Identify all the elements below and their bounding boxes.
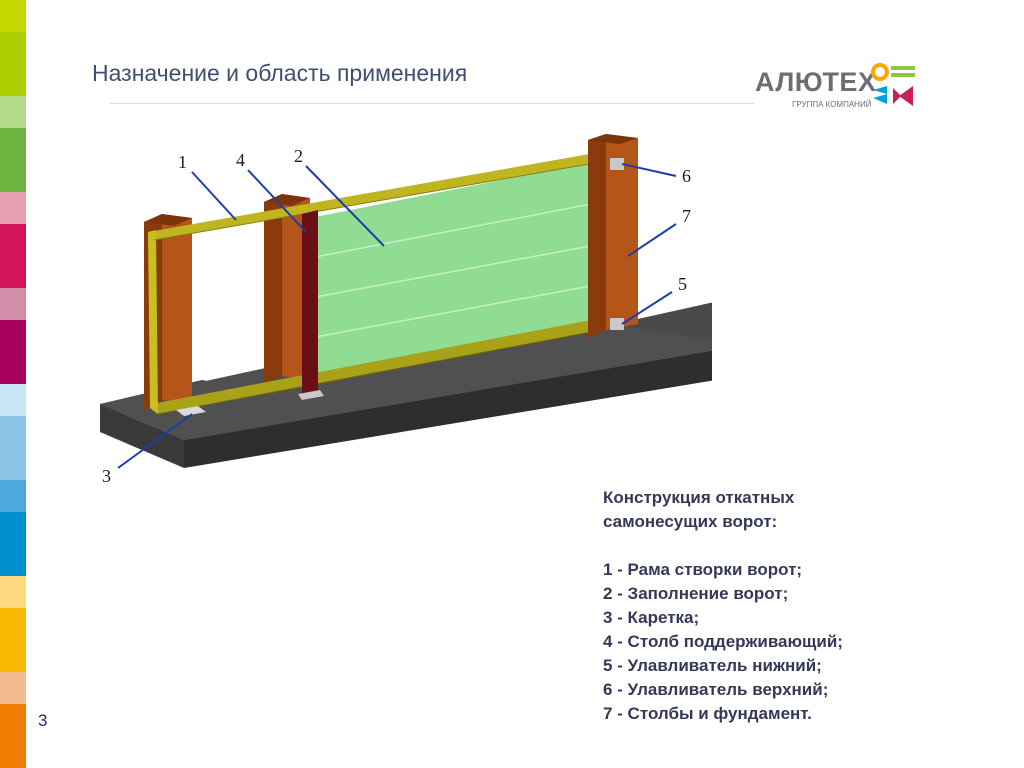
legend-item: 5 - Улавливатель нижний;	[603, 656, 822, 675]
post-middle-side	[264, 194, 282, 384]
legend-heading-line2: самонесущих ворот:	[603, 512, 778, 531]
post-right-top	[588, 134, 638, 144]
logo-wordmark: АЛЮТЕХ	[755, 67, 877, 97]
gate-frame-top	[148, 150, 612, 240]
side-stripe	[0, 480, 26, 512]
side-stripe	[0, 320, 26, 384]
gate-frame-bottom	[152, 316, 612, 414]
callout-label-2: 2	[294, 146, 303, 166]
callout-label-1: 1	[178, 152, 187, 172]
panel-seam	[309, 241, 613, 299]
callout-label-4: 4	[236, 150, 245, 170]
post-right-side	[588, 134, 606, 338]
side-stripe	[0, 128, 26, 192]
post-middle-top	[264, 194, 310, 206]
callout-label-6: 6	[682, 166, 691, 186]
side-stripe	[0, 576, 26, 608]
post-right-front	[606, 134, 638, 330]
panel-seam	[309, 281, 613, 339]
company-logo: АЛЮТЕХ ГРУППА КОМПАНИЙ	[755, 60, 920, 115]
callout-label-5: 5	[678, 274, 687, 294]
side-stripe	[0, 288, 26, 320]
callout-line-6	[621, 163, 677, 177]
foundation-top-face	[100, 310, 712, 440]
logo-subtitle: ГРУППА КОМПАНИЙ	[792, 100, 872, 109]
side-stripe	[0, 416, 26, 480]
logo-mark-icon	[871, 63, 915, 106]
legend-item: 7 - Столбы и фундамент.	[603, 704, 812, 723]
side-stripe	[0, 32, 26, 96]
gate-diagram: 1 4 2 6 7 5 3	[100, 134, 712, 486]
page-number: 3	[38, 711, 48, 730]
title-divider	[110, 103, 754, 104]
legend-list: 1 - Рама створки ворот; 2 - Заполнение в…	[603, 558, 1003, 726]
callout-line-5	[621, 291, 673, 325]
side-stripe	[0, 384, 26, 416]
callout-line-3	[117, 413, 193, 469]
upper-catcher	[610, 158, 624, 170]
callout-line-2	[305, 165, 385, 247]
legend-item: 1 - Рама створки ворот;	[603, 560, 803, 579]
side-stripe	[0, 0, 26, 32]
gate-frame-edge	[157, 327, 613, 415]
gate-frame-left	[148, 230, 158, 414]
gate-frame-edge	[153, 159, 613, 241]
legend-block: Конструкция откатных самонесущих ворот: …	[603, 486, 1003, 726]
legend-item: 3 - Каретка;	[603, 608, 700, 627]
callout-line-7	[627, 223, 677, 257]
post-left-top	[144, 214, 192, 226]
legend-item: 2 - Заполнение ворот;	[603, 584, 789, 603]
side-stripe	[0, 224, 26, 288]
legend-item: 4 - Столб поддерживающий;	[603, 632, 843, 651]
side-stripe	[0, 192, 26, 224]
side-stripe	[0, 704, 26, 768]
legend-heading-line1: Конструкция откатных	[603, 488, 795, 507]
side-stripe	[0, 608, 26, 672]
carriage	[176, 406, 206, 416]
side-stripe	[0, 672, 26, 704]
callout-line-4	[247, 169, 307, 233]
supporting-post	[302, 210, 318, 396]
legend-item: 6 - Улавливатель верхний;	[603, 680, 829, 699]
callout-label-7: 7	[682, 206, 691, 226]
side-stripe	[0, 512, 26, 576]
foundation-side	[184, 350, 712, 468]
side-stripe	[0, 96, 26, 128]
lower-catcher	[610, 318, 624, 330]
supporting-post-base	[298, 390, 324, 400]
post-left-front	[162, 214, 192, 404]
callout-label-3: 3	[102, 466, 111, 486]
panel-seam	[309, 199, 613, 259]
callout-line-1	[191, 171, 237, 221]
gate-filling-panel	[310, 158, 612, 378]
page-title: Назначение и область применения	[92, 60, 468, 86]
foundation-front	[100, 404, 184, 468]
